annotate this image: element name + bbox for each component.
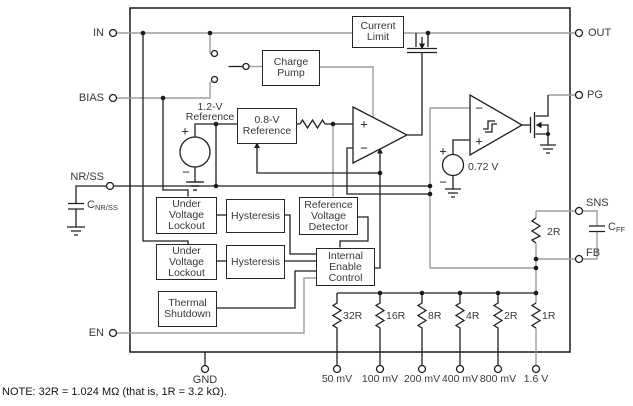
tap-200mv-pin	[417, 364, 427, 374]
en-pin-label: EN	[88, 327, 104, 339]
in-pin	[108, 28, 118, 38]
junction-dots	[140, 30, 551, 296]
cff-plates	[589, 225, 605, 233]
tap-100mv-label: 100 mV	[361, 373, 399, 385]
ic-boundary	[129, 7, 571, 353]
pin-terminals	[105, 28, 584, 374]
hyst1-iec-wire	[283, 214, 316, 255]
pg-comparator	[469, 93, 524, 157]
tap-100mv-pin	[375, 364, 385, 374]
out-pin	[574, 28, 584, 38]
nrss-pin-label: NR/SS	[70, 171, 104, 183]
current-limit-block: Current Limit	[352, 16, 404, 48]
resistor-8R	[416, 293, 428, 366]
footnote: NOTE: 32R = 1.024 MΩ (that is, 1R = 3.2 …	[2, 386, 227, 398]
cff-wire	[582, 210, 598, 260]
charge-pump-out-wire	[318, 66, 374, 118]
tap-1v6-pin	[531, 364, 541, 374]
resistor-32R	[331, 293, 343, 366]
erramp-fb-wire	[346, 147, 430, 195]
bias-uvlo-rail	[162, 98, 189, 197]
uvlo2-block: Under Voltage Lockout	[156, 244, 217, 280]
cff-label: CFF	[608, 221, 626, 234]
ref08-out-resistor	[299, 118, 326, 130]
cnrss-plates	[68, 202, 84, 210]
vsrc072-plus-sign: +	[439, 143, 447, 159]
switch-upper-stub	[209, 33, 212, 55]
resistor-label-2r: 2R	[504, 310, 518, 322]
vsrc-072-label: 0.72 V	[468, 161, 499, 173]
en-wire	[116, 277, 316, 334]
pg-pin	[574, 90, 584, 100]
thermal-shutdown-block: Thermal Shutdown	[158, 291, 217, 327]
cnrss-ground	[67, 226, 85, 236]
ref-node-wire	[194, 123, 237, 137]
comparator-plus-sign: +	[475, 133, 483, 149]
comparator-minus-sign: −	[475, 100, 483, 116]
nrss-pin	[105, 181, 115, 191]
cnrss-label: CNR/SS	[87, 199, 118, 212]
current-source-1p2v	[179, 136, 211, 191]
tap-800mv-pin	[493, 364, 503, 374]
resistor-label-16r: 16R	[386, 310, 406, 322]
ref12-minus-sign: −	[182, 164, 190, 180]
tap-800mv-label: 800 mV	[479, 373, 517, 385]
rvd-to-iec-wire	[339, 216, 369, 248]
reference-voltage-detector-block: Reference Voltage Detector	[299, 197, 358, 235]
erramp-minus-sign: −	[360, 140, 368, 156]
hysteresis1-block: Hysteresis	[226, 199, 285, 233]
sns-pin	[574, 206, 584, 216]
tap-400mv-label: 400 mV	[441, 373, 479, 385]
voltage-source-0p72	[441, 153, 465, 198]
resistor-4R	[454, 293, 466, 366]
hysteresis-glyph	[483, 120, 497, 133]
resistor-1R	[530, 302, 542, 329]
ref08-enable-arrow	[254, 142, 260, 148]
pass-mosfet	[407, 33, 437, 136]
bias-pin-label: BIAS	[78, 92, 104, 104]
ref12-plus-sign: +	[181, 123, 189, 139]
bias-pin	[108, 93, 118, 103]
error-amplifier	[352, 105, 409, 165]
enable-wire	[256, 147, 381, 269]
fb-pin-label: FB	[586, 247, 601, 259]
reference-08v-block: 0.8-V Reference	[237, 108, 297, 144]
tap-200mv-label: 200 mV	[403, 373, 441, 385]
resistor-label-4r: 4R	[466, 310, 480, 322]
pg-mosfet	[522, 95, 556, 154]
tap-400mv-pin	[455, 364, 465, 374]
in-uvlo-rail	[142, 33, 189, 245]
resistor-label-32r: 32R	[343, 310, 363, 322]
erramp-plus-sign: +	[360, 116, 368, 132]
en-pin	[108, 328, 118, 338]
out-pin-label: OUT	[588, 27, 612, 39]
gnd-pin-label: GND	[192, 374, 218, 386]
resistor-label-8r: 8R	[428, 310, 442, 322]
comparator-plus-wire	[452, 139, 470, 155]
in-pin-label: IN	[93, 27, 104, 39]
gnd-pin	[200, 364, 210, 374]
resistor-16R	[374, 293, 386, 366]
tap-50mv-pin	[332, 364, 342, 374]
uvlo1-block: Under Voltage Lockout	[156, 197, 217, 234]
tap-1v6-label: 1.6 V	[523, 373, 549, 385]
thermal-iec-wire	[215, 270, 316, 309]
fb-pin	[574, 254, 584, 264]
charge-pump-input-switch	[210, 49, 250, 84]
reference-12v-label: 1.2-V Reference	[185, 101, 235, 123]
charge-pump-block: Charge Pump	[262, 50, 320, 86]
nrss-external-wire	[75, 185, 107, 227]
vsrc072-minus-sign: −	[439, 174, 447, 190]
tap-50mv-label: 50 mV	[321, 373, 353, 385]
r-sense-label: 2R	[547, 226, 561, 238]
hysteresis2-block: Hysteresis	[226, 245, 285, 279]
pg-pin-label: PG	[587, 89, 603, 101]
resistor-label-1r: 1R	[542, 310, 556, 322]
internal-enable-control-block: Internal Enable Control	[316, 248, 375, 286]
sns-pin-label: SNS	[586, 197, 609, 209]
resistor-2R-sense	[530, 217, 542, 244]
resistor-2R-ladder	[492, 293, 504, 366]
